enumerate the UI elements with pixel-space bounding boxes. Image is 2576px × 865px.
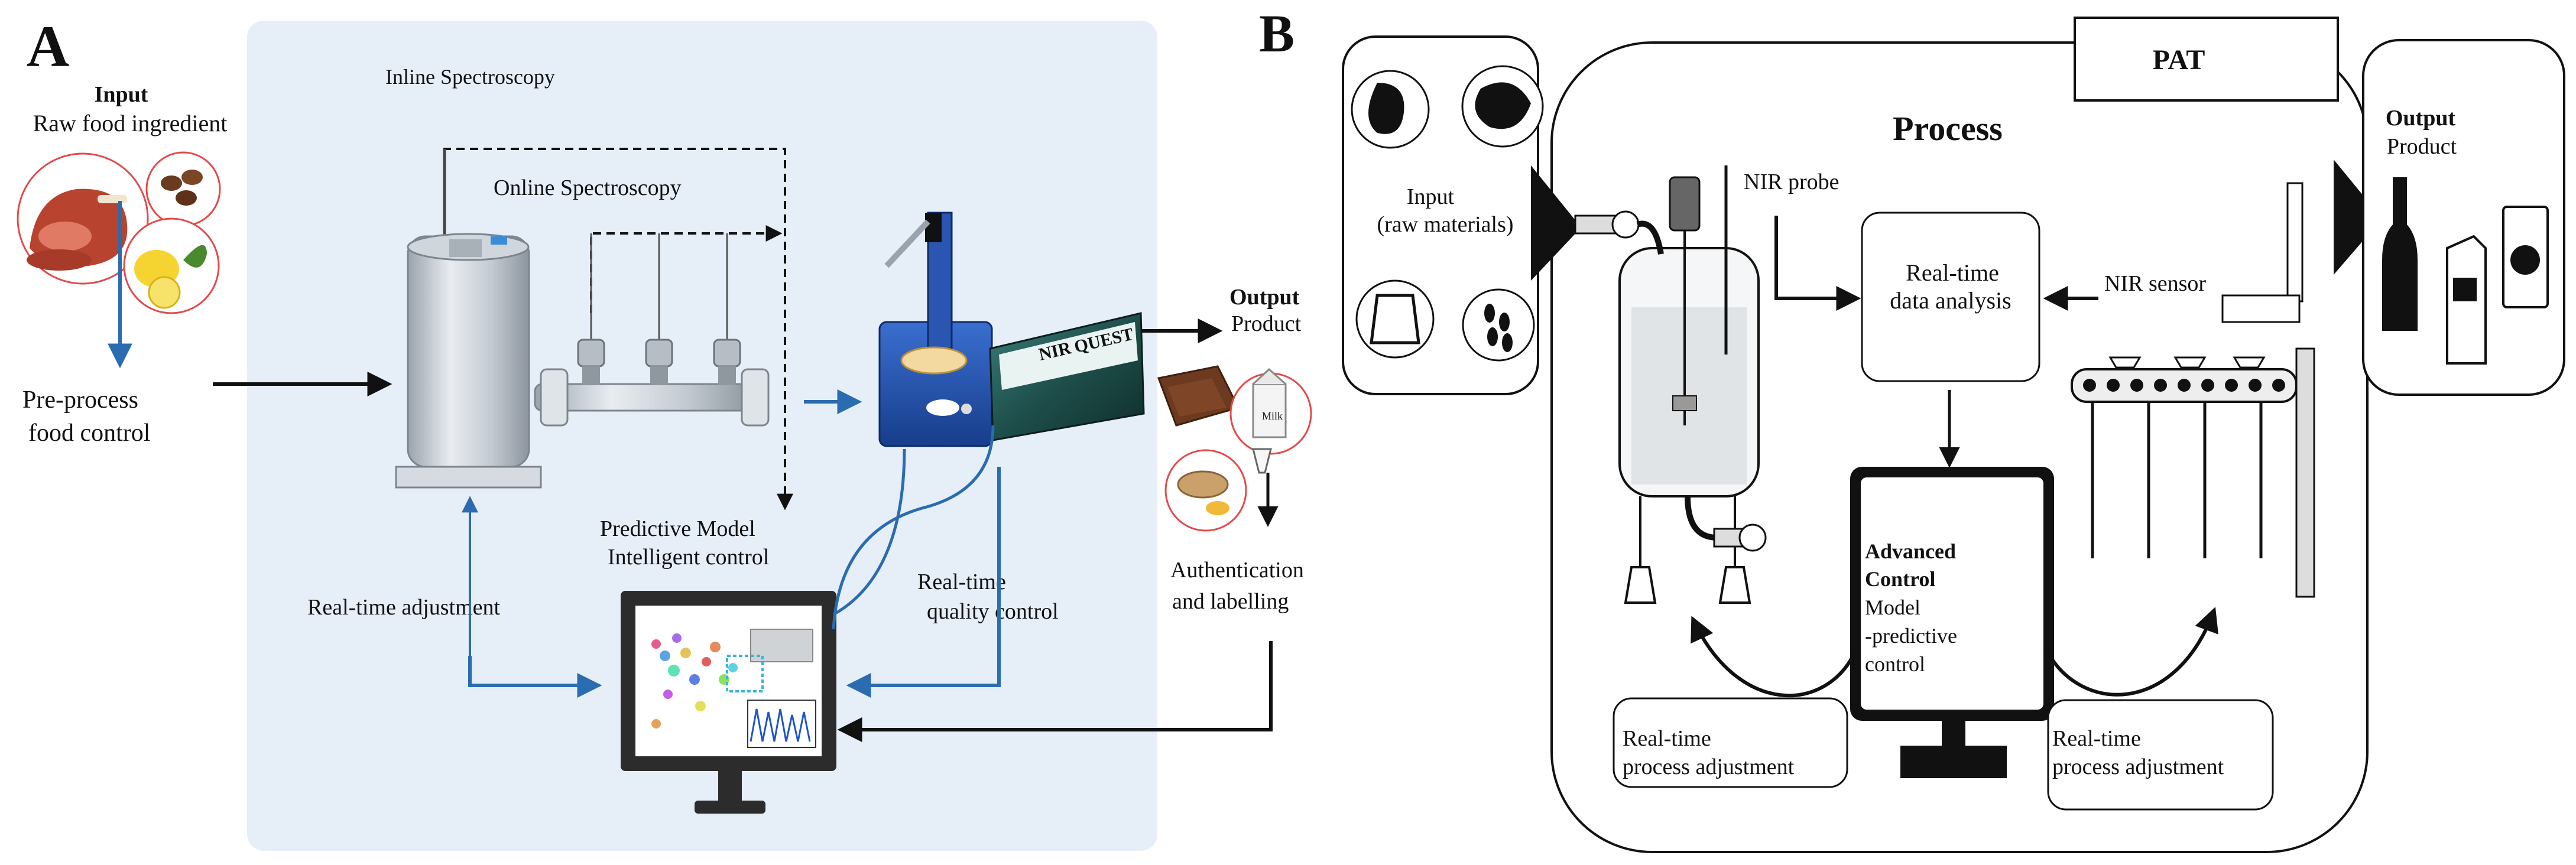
monitor-to-instrument-curve-1 — [832, 448, 906, 616]
input-subtitle: Raw food ingredient — [33, 110, 228, 136]
panel-b-letter: B — [1259, 5, 1295, 63]
right-adjust-line2: process adjustment — [2052, 755, 2224, 779]
bioreactor-tank — [395, 233, 542, 489]
authentication-line1: Authentication — [1170, 558, 1304, 583]
analysis-line2: data analysis — [1890, 287, 2012, 314]
process-title: Process — [1893, 109, 2003, 148]
output-title-b: Output — [2386, 106, 2456, 131]
input-b-line2: (raw materials) — [1377, 212, 1513, 237]
control-to-reactor-curve — [1691, 616, 1858, 698]
qc-to-monitor-arrow — [846, 467, 1001, 698]
input-b-line1: Input — [1407, 184, 1455, 209]
analysis-line1: Real-time — [1906, 259, 1999, 286]
probe-to-analysis-arrow — [1774, 216, 1861, 311]
adjustment-to-monitor-arrow — [468, 656, 602, 698]
advanced-line2: Control — [1865, 567, 1935, 591]
authentication-line2: and labelling — [1172, 589, 1289, 614]
raw-materials-icons — [1351, 65, 1544, 362]
raw-food-icon — [17, 151, 221, 314]
panel-a: A Input Raw food ingredient Pre-process … — [17, 14, 1312, 851]
left-adjust-line1: Real-time — [1623, 726, 1711, 751]
left-adjust-box — [1613, 697, 1848, 788]
left-adjust-line2: process adjustment — [1623, 755, 1795, 779]
monitor-icon — [621, 591, 836, 814]
pat-label: PAT — [2153, 44, 2205, 76]
advanced-control-monitor — [1850, 467, 2054, 778]
nir-instrument — [878, 212, 993, 447]
control-to-conveyor-curve — [2045, 607, 2218, 697]
panel-a-letter: A — [27, 14, 69, 79]
output-subtitle-a: Product — [1231, 311, 1302, 336]
nirquest-spectrometer: NIR QUEST — [989, 312, 1145, 441]
conveyor-line — [2071, 182, 2315, 598]
right-adjust-line1: Real-time — [2052, 726, 2141, 751]
advanced-line3: Model — [1865, 596, 1920, 619]
online-pipe-valves — [534, 233, 770, 427]
advanced-line5: control — [1865, 652, 1925, 676]
predictive-model-line2: Intelligent control — [608, 545, 769, 570]
nir-probe-label: NIR probe — [1744, 170, 1839, 194]
milk-carton-label: Milk — [1262, 410, 1283, 422]
predictive-model-line1: Predictive Model — [600, 516, 755, 541]
advanced-line4: -predictive — [1865, 624, 1957, 648]
preprocess-line1: Pre-process — [22, 386, 138, 414]
advanced-line1: Advanced — [1865, 539, 1956, 563]
input-title: Input — [95, 82, 148, 107]
realtime-adjustment-label: Real-time adjustment — [307, 595, 501, 620]
monitor-to-instrument-curve-2 — [832, 425, 995, 630]
reactor-vessel — [1574, 165, 1767, 604]
online-spectroscopy-label: Online Spectroscopy — [494, 175, 682, 200]
output-subtitle-b: Product — [2387, 134, 2457, 159]
input-flow-triangle — [1531, 165, 1581, 281]
inline-spectroscopy-label: Inline Spectroscopy — [385, 65, 555, 89]
right-adjust-box — [2047, 699, 2274, 811]
online-dashed-path — [590, 225, 783, 313]
realtime-qc-line2: quality control — [927, 599, 1059, 624]
auth-return-arrow — [837, 641, 1273, 742]
preprocess-line2: food control — [28, 420, 150, 447]
nir-sensor-label: NIR sensor — [2104, 271, 2206, 296]
output-flow-triangle — [2334, 160, 2382, 275]
process-outline — [1550, 41, 2369, 853]
realtime-qc-line1: Real-time — [917, 570, 1006, 594]
product-icons: Milk — [1157, 365, 1312, 532]
monitor-scatter-plot — [651, 629, 813, 729]
output-title-a: Output — [1229, 285, 1300, 310]
data-analysis-box — [1861, 212, 2040, 382]
pat-box — [2074, 17, 2339, 102]
monitor-spectrum-chart — [747, 700, 816, 748]
panel-b: B Input (raw materials) PAT Process — [1259, 5, 2565, 853]
product-b-icons — [2382, 177, 2549, 365]
